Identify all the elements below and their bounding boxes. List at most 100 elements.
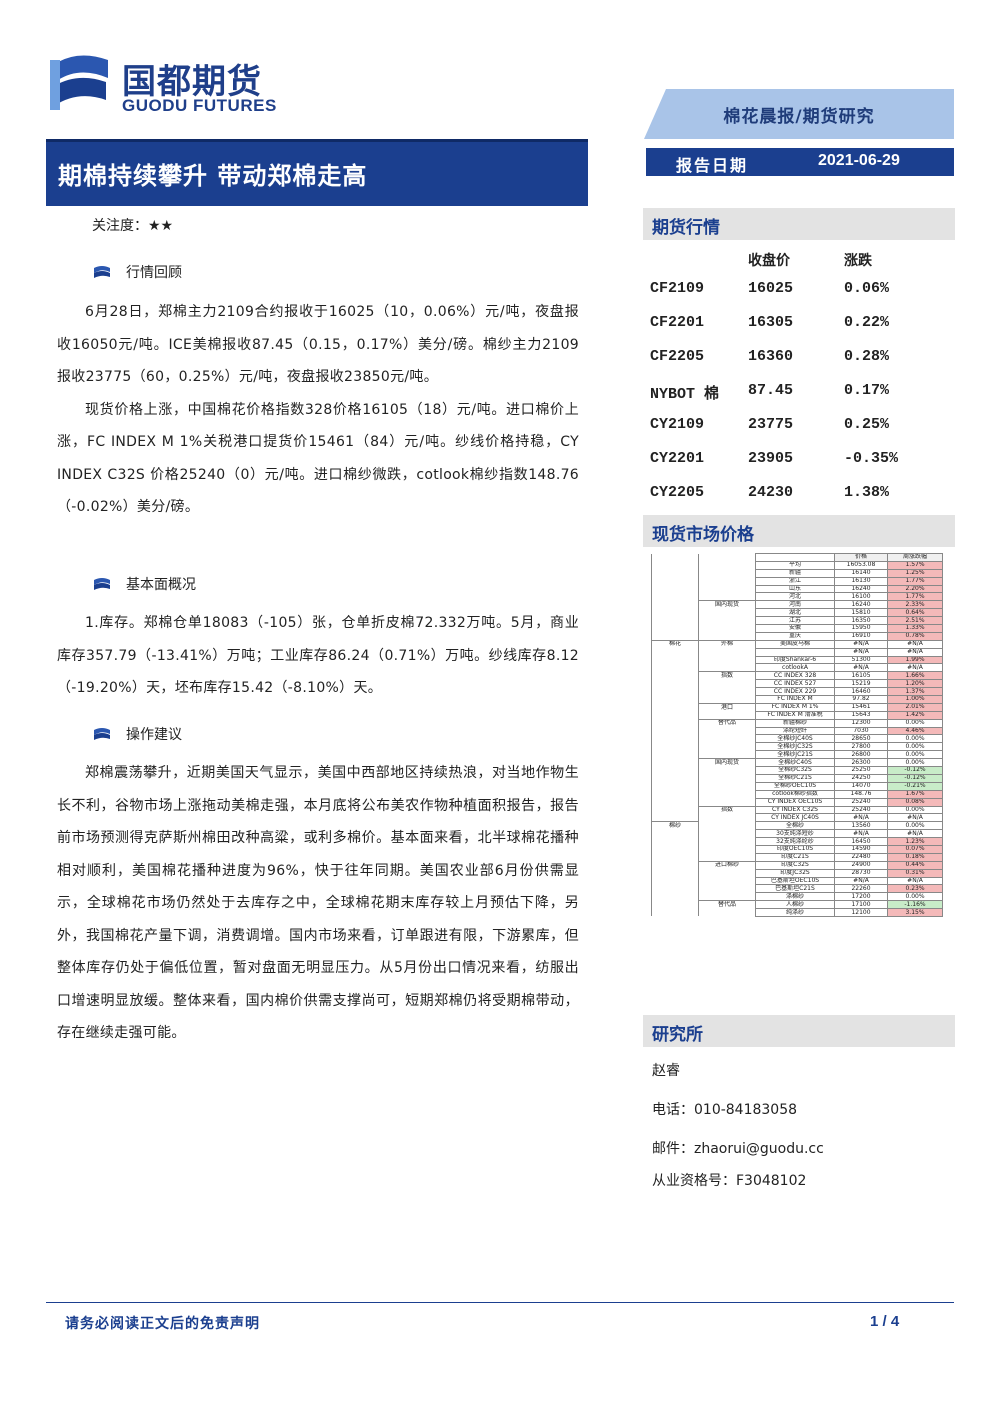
spot-cell-name: 纯涤纱 — [755, 908, 835, 917]
spot-cell-name: CY INDEX C32S — [755, 805, 835, 815]
spot-cell-g1 — [651, 624, 699, 633]
report-category-tag: 棉花晨报/期货研究 — [644, 89, 954, 139]
spot-cell-chg: 1.77% — [887, 576, 943, 586]
spot-cell-g1 — [651, 884, 699, 893]
spot-cell-g1 — [651, 711, 699, 720]
analyst-email[interactable]: 邮件：zhaorui@guodu.cc — [652, 1141, 824, 1157]
spot-cell-chg: 1.25% — [887, 568, 943, 578]
spot-cell-g1 — [651, 806, 699, 814]
spot-cell-g2 — [698, 750, 756, 759]
spot-cell-g2 — [698, 663, 756, 672]
title-bar: 期棉持续攀升 带动郑棉走高 — [46, 139, 588, 206]
fundamentals-text: 1.库存。郑棉仓单18083（-105）张，仓单折皮棉72.332万吨。5月，商… — [57, 607, 579, 705]
spot-cell-g1 — [651, 813, 699, 822]
spot-cell-name: CC INDEX 229 — [755, 687, 835, 697]
spot-heading-bar: 现货市场价格 — [643, 515, 955, 547]
spot-cell-chg: 0.78% — [887, 631, 943, 641]
spot-cell-g1 — [651, 687, 699, 696]
spot-cell-g1 — [651, 616, 699, 625]
futures-close: 87.45 — [748, 382, 794, 399]
spot-cell-name: FC INDEX M 1% — [755, 702, 835, 712]
spot-cell-g1 — [651, 869, 699, 878]
futures-close: 16025 — [748, 280, 794, 297]
spot-cell-price: 17200 — [834, 892, 888, 902]
spot-cell-g1 — [651, 750, 699, 759]
spot-cell-g2 — [698, 821, 756, 830]
spot-cell-g1 — [651, 608, 699, 617]
page-number: 1 / 4 — [870, 1313, 900, 1330]
spot-cell-g2 — [698, 711, 756, 720]
spot-cell-chg: #N/A — [887, 813, 943, 823]
spot-cell-price: 15950 — [834, 624, 888, 633]
spot-cell-chg: 0.00% — [887, 750, 943, 760]
paragraph: 郑棉震荡攀升，近期美国天气显示，美国中西部地区持续热浪，对当地作物生长不利，谷物… — [57, 765, 579, 1041]
spot-cell-name: 浙江 — [755, 576, 835, 586]
futures-header-row: 收盘价 涨跌 — [650, 246, 950, 274]
spot-cell-g2 — [698, 853, 756, 862]
spot-cell-g1 — [651, 577, 699, 586]
spot-cell-g2 — [698, 774, 756, 783]
spot-cell-g1 — [651, 853, 699, 862]
spot-cell-price: 13560 — [834, 821, 888, 831]
spot-cell-name: 安徽 — [755, 624, 835, 633]
section-bullet-icon — [94, 578, 110, 590]
spot-cell-chg: 1.37% — [887, 687, 943, 697]
spot-cell-g1 — [651, 585, 699, 593]
spot-cell-price: 22480 — [834, 852, 888, 862]
spot-cell-price: 26800 — [834, 750, 888, 760]
spot-row: 巴基斯坦OEC10S#N/A#N/A — [651, 876, 943, 886]
spot-cell-g2 — [698, 837, 756, 846]
spot-cell-name: 人棉纱 — [755, 900, 835, 910]
futures-heading: 期货行情 — [652, 218, 720, 238]
spot-cell-chg: 1.66% — [887, 671, 943, 681]
spot-cell-chg: 0.44% — [887, 860, 943, 870]
spot-cell-price: 148.76 — [834, 789, 888, 799]
spot-cell-chg: 0.64% — [887, 608, 943, 618]
spot-cell-chg: 0.07% — [887, 844, 943, 854]
spot-cell-g1 — [651, 790, 699, 799]
spot-cell-price: 22260 — [834, 884, 888, 894]
spot-cell-price: 16140 — [834, 568, 888, 578]
spot-cell-price: 24250 — [834, 773, 888, 783]
spot-cell-g2 — [698, 616, 756, 625]
spot-cell-g2 — [698, 734, 756, 743]
spot-cell-price: 51300 — [834, 655, 888, 665]
spot-cell-chg: 3.15% — [887, 908, 943, 917]
spot-cell-price: #N/A — [834, 829, 888, 839]
spot-cell-name: 河北 — [755, 592, 835, 602]
company-logo: 国都期货 GUODU FUTURES — [50, 52, 290, 118]
spot-cell-g2 — [698, 624, 756, 633]
research-heading: 研究所 — [652, 1025, 703, 1045]
spot-cell-g1 — [651, 703, 699, 712]
spot-cell-name: 全棉纱JC32S — [755, 742, 835, 752]
spot-cell-g1: 棉花 — [651, 639, 699, 649]
spot-cell-price: 16460 — [834, 687, 888, 697]
disclaimer-link[interactable]: 请务必阅读正文后的免责声明 — [65, 1316, 260, 1332]
spot-cell-g2 — [698, 884, 756, 893]
attention-stars: ★★ — [148, 218, 174, 234]
spot-cell-name — [755, 553, 835, 562]
spot-cell-g2 — [698, 561, 756, 570]
spot-cell-g2 — [698, 592, 756, 601]
spot-cell-g2 — [698, 892, 756, 901]
spot-cell-name: 山东 — [755, 584, 835, 594]
spot-cell-price: 12100 — [834, 908, 888, 917]
spot-cell-g1 — [651, 671, 699, 680]
futures-change: 1.38% — [844, 484, 890, 501]
spot-cell-name: 新疆 — [755, 568, 835, 578]
spot-cell-g1 — [651, 663, 699, 672]
